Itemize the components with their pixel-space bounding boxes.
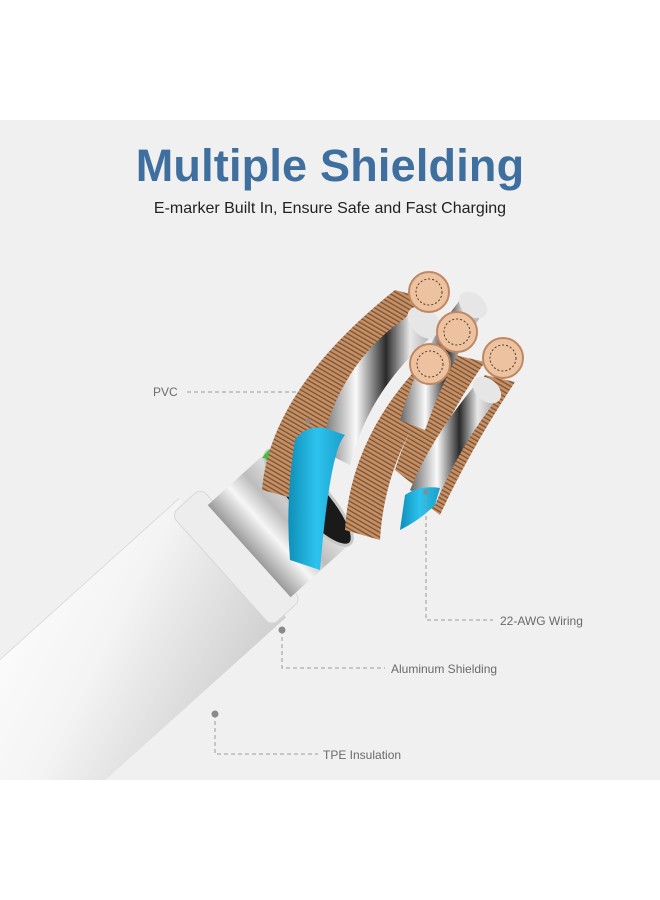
cable-cross-section-illustration (0, 271, 524, 780)
tpe-jacket (0, 498, 287, 780)
callout-22awg-wiring: 22-AWG Wiring (500, 614, 583, 628)
product-feature-panel: Multiple Shielding E-marker Built In, En… (0, 120, 660, 780)
callout-pvc: PVC (153, 385, 178, 399)
callout-aluminum-shielding: Aluminum Shielding (391, 662, 498, 676)
conductor-ends (408, 271, 524, 385)
feature-title: Multiple Shielding (135, 140, 525, 191)
callout-lines (187, 391, 493, 755)
feature-subtitle: E-marker Built In, Ensure Safe and Fast … (153, 200, 507, 217)
callout-tpe-insulation: TPE Insulation (323, 748, 402, 762)
